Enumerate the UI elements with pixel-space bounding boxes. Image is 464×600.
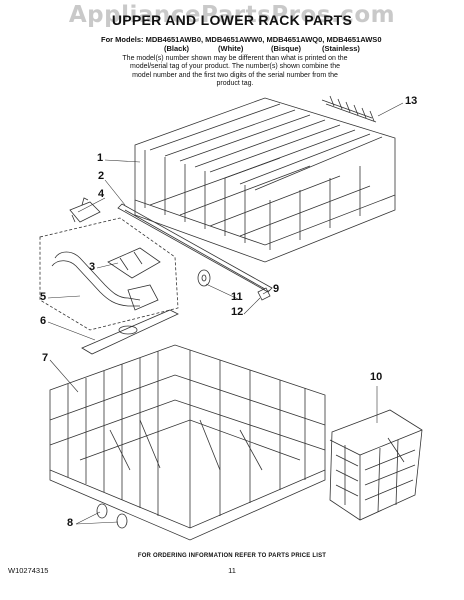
manifold-group-outline [39, 217, 179, 331]
callout-11: 11 [231, 291, 243, 303]
rack-wheel [197, 269, 211, 287]
document-number: W10274315 [8, 566, 49, 575]
callout-4: 4 [98, 188, 105, 200]
rack-rail [117, 203, 273, 293]
callout-7: 7 [42, 352, 49, 364]
upper-rack [134, 97, 396, 263]
page-number: 11 [228, 566, 236, 575]
callout-10: 10 [370, 371, 383, 383]
color-black: (Black) [164, 44, 190, 53]
callout-3: 3 [89, 261, 96, 273]
callout-6: 6 [40, 315, 47, 327]
color-white: (White) [218, 44, 244, 53]
watermark-text: AppliancePartsPros.com [68, 2, 396, 28]
callout-8: 8 [67, 517, 74, 529]
callout-13: 13 [405, 95, 418, 107]
callout-5: 5 [40, 291, 47, 303]
callout-12: 12 [231, 306, 244, 318]
silverware-basket [329, 409, 423, 521]
model-note: The model(s) number shown may be differe… [122, 55, 348, 87]
upper-spray-arm [81, 309, 179, 355]
color-stainless: (Stainless) [322, 44, 360, 53]
callout-2: 2 [98, 170, 105, 182]
color-bisque: (Bisque) [271, 44, 301, 53]
rack-stop-clips [69, 197, 101, 223]
leader-lines [47, 102, 404, 525]
lower-rack-wheels [96, 503, 128, 529]
callout-1: 1 [97, 152, 104, 164]
rail-end-cap [257, 287, 271, 301]
page-title: UPPER AND LOWER RACK PARTS [111, 12, 353, 28]
lower-rack [49, 344, 326, 541]
spray-manifold [51, 251, 159, 311]
ordering-info: FOR ORDERING INFORMATION REFER TO PARTS … [137, 553, 327, 559]
models-line: For Models: MDB4651AWB0, MDB4651AWW0, MD… [101, 35, 382, 44]
manifold-valve [107, 247, 161, 279]
cup-shelf-tines [321, 95, 377, 123]
callout-9: 9 [273, 283, 280, 295]
